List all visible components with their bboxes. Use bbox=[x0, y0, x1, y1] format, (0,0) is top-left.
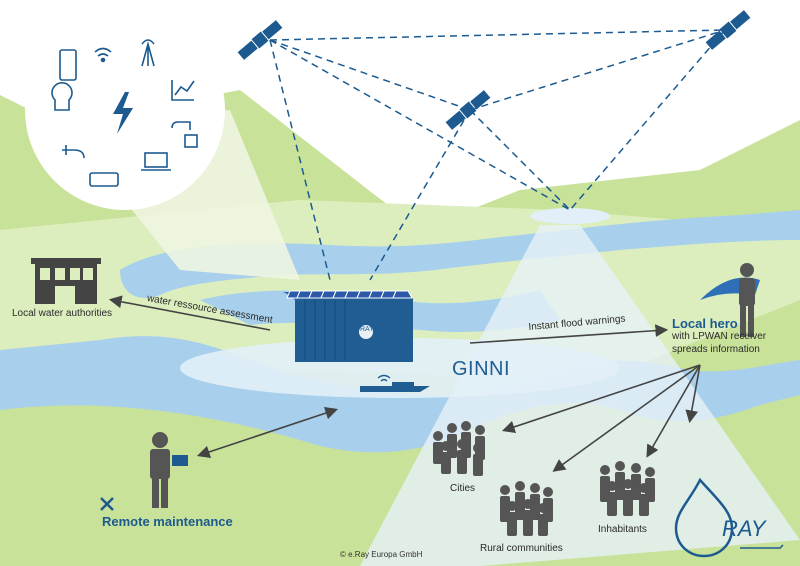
antenna-icon bbox=[141, 39, 155, 67]
solar-panels bbox=[286, 290, 413, 299]
technician-figure bbox=[150, 432, 188, 508]
inhabitants-crowd bbox=[600, 461, 655, 516]
tools-icon bbox=[100, 497, 114, 511]
satellite-icon bbox=[237, 20, 283, 60]
local-hero-figure bbox=[700, 263, 760, 337]
label-rural-communities: Rural communities bbox=[480, 543, 563, 554]
label-local-water-authorities: Local water authorities bbox=[12, 308, 113, 319]
beam-cities bbox=[360, 225, 800, 566]
label-remote-maintenance: Remote maintenance bbox=[102, 514, 233, 529]
label-local-hero: Local hero bbox=[672, 316, 738, 331]
icon-set bbox=[51, 39, 198, 187]
label-local-hero-line2: spreads information bbox=[672, 344, 760, 355]
cities-crowd bbox=[433, 421, 485, 476]
chart-icon bbox=[171, 80, 195, 101]
logo-plug-line bbox=[740, 544, 784, 549]
phone-icon bbox=[59, 49, 77, 81]
laptop-icon bbox=[144, 152, 168, 168]
label-cities: Cities bbox=[450, 483, 476, 494]
container-logo: RAY bbox=[360, 326, 374, 333]
plug-icon bbox=[62, 145, 85, 159]
building-icon bbox=[31, 258, 101, 304]
battery-icon bbox=[89, 172, 119, 187]
wifi-icon bbox=[94, 47, 112, 57]
river-upper bbox=[120, 210, 800, 298]
label-local-hero-line1: with LPWAN receiver bbox=[672, 331, 767, 342]
label-ginni: GINNI bbox=[452, 358, 511, 380]
satellite-icon bbox=[445, 90, 491, 130]
copyright-text: © e.Ray Europa GmbH bbox=[340, 550, 423, 559]
satellite-spot bbox=[530, 208, 610, 224]
ginni-container bbox=[283, 290, 413, 362]
satellite-links bbox=[269, 29, 726, 281]
label-inhabitants: Inhabitants bbox=[598, 524, 647, 535]
water-tap-icon bbox=[171, 121, 191, 130]
arrows bbox=[108, 295, 701, 472]
sensor-boat-icon bbox=[360, 374, 430, 392]
eray-logo-drop bbox=[674, 477, 734, 558]
satellite-icon bbox=[705, 10, 751, 50]
ginni-beam bbox=[180, 338, 620, 398]
brand-logo-text: RAY bbox=[722, 516, 766, 541]
rural-crowd bbox=[500, 481, 553, 536]
lightbulb-icon bbox=[51, 82, 73, 111]
lightning-icon bbox=[113, 92, 133, 134]
